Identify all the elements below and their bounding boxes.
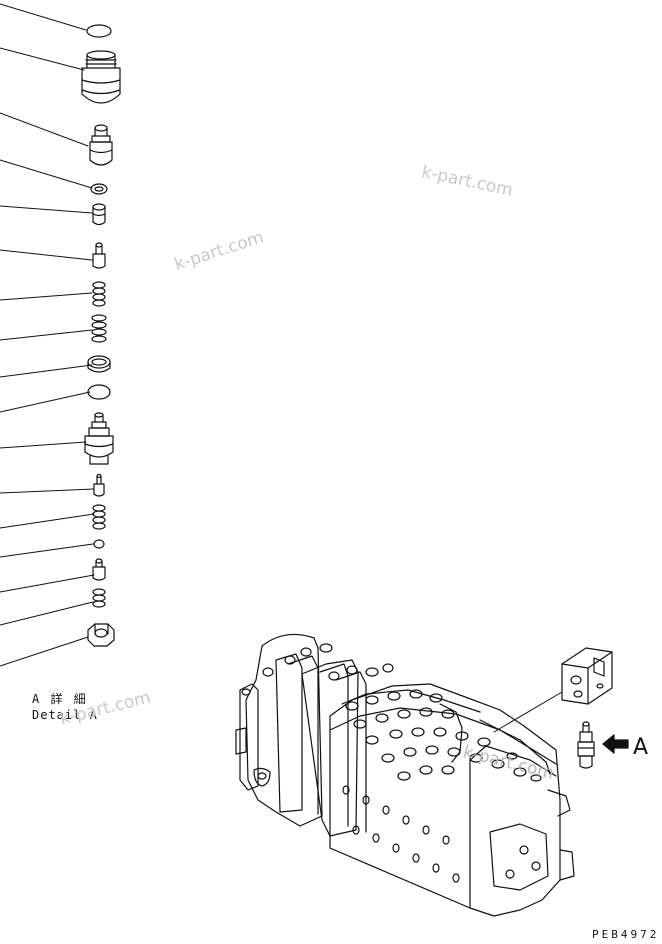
part-spring-2 — [91, 314, 107, 343]
part-poppet-1 — [92, 242, 106, 269]
part-o-ring-top — [86, 24, 112, 38]
view-marker-label: A — [633, 735, 649, 760]
part-spring-1 — [92, 281, 106, 307]
part-piston — [89, 124, 113, 166]
part-ball — [93, 539, 105, 549]
part-nut — [87, 623, 115, 647]
part-sleeve — [92, 203, 106, 226]
part-spring-3 — [92, 504, 106, 530]
cartridge-part — [577, 721, 595, 769]
part-poppet-2 — [93, 473, 105, 497]
valve-block — [561, 647, 613, 705]
detail-subtitle: Detail A — [32, 708, 98, 722]
part-spring-4 — [92, 588, 106, 608]
part-plug — [81, 50, 121, 104]
part-poppet-3 — [92, 558, 106, 581]
side-holes — [342, 785, 541, 883]
port-bosses — [345, 689, 542, 782]
detail-title: A 詳 細 — [32, 692, 88, 706]
part-o-ring-2 — [87, 384, 111, 400]
part-backup-ring — [90, 183, 108, 195]
view-arrow-icon — [602, 734, 629, 754]
drawing-code: PEB4972 — [592, 928, 660, 941]
control-valve-assembly — [235, 633, 575, 917]
part-ring — [87, 355, 111, 373]
part-valve-body — [84, 412, 114, 465]
leader-lines — [0, 3, 95, 667]
block-leader-line — [493, 691, 563, 733]
